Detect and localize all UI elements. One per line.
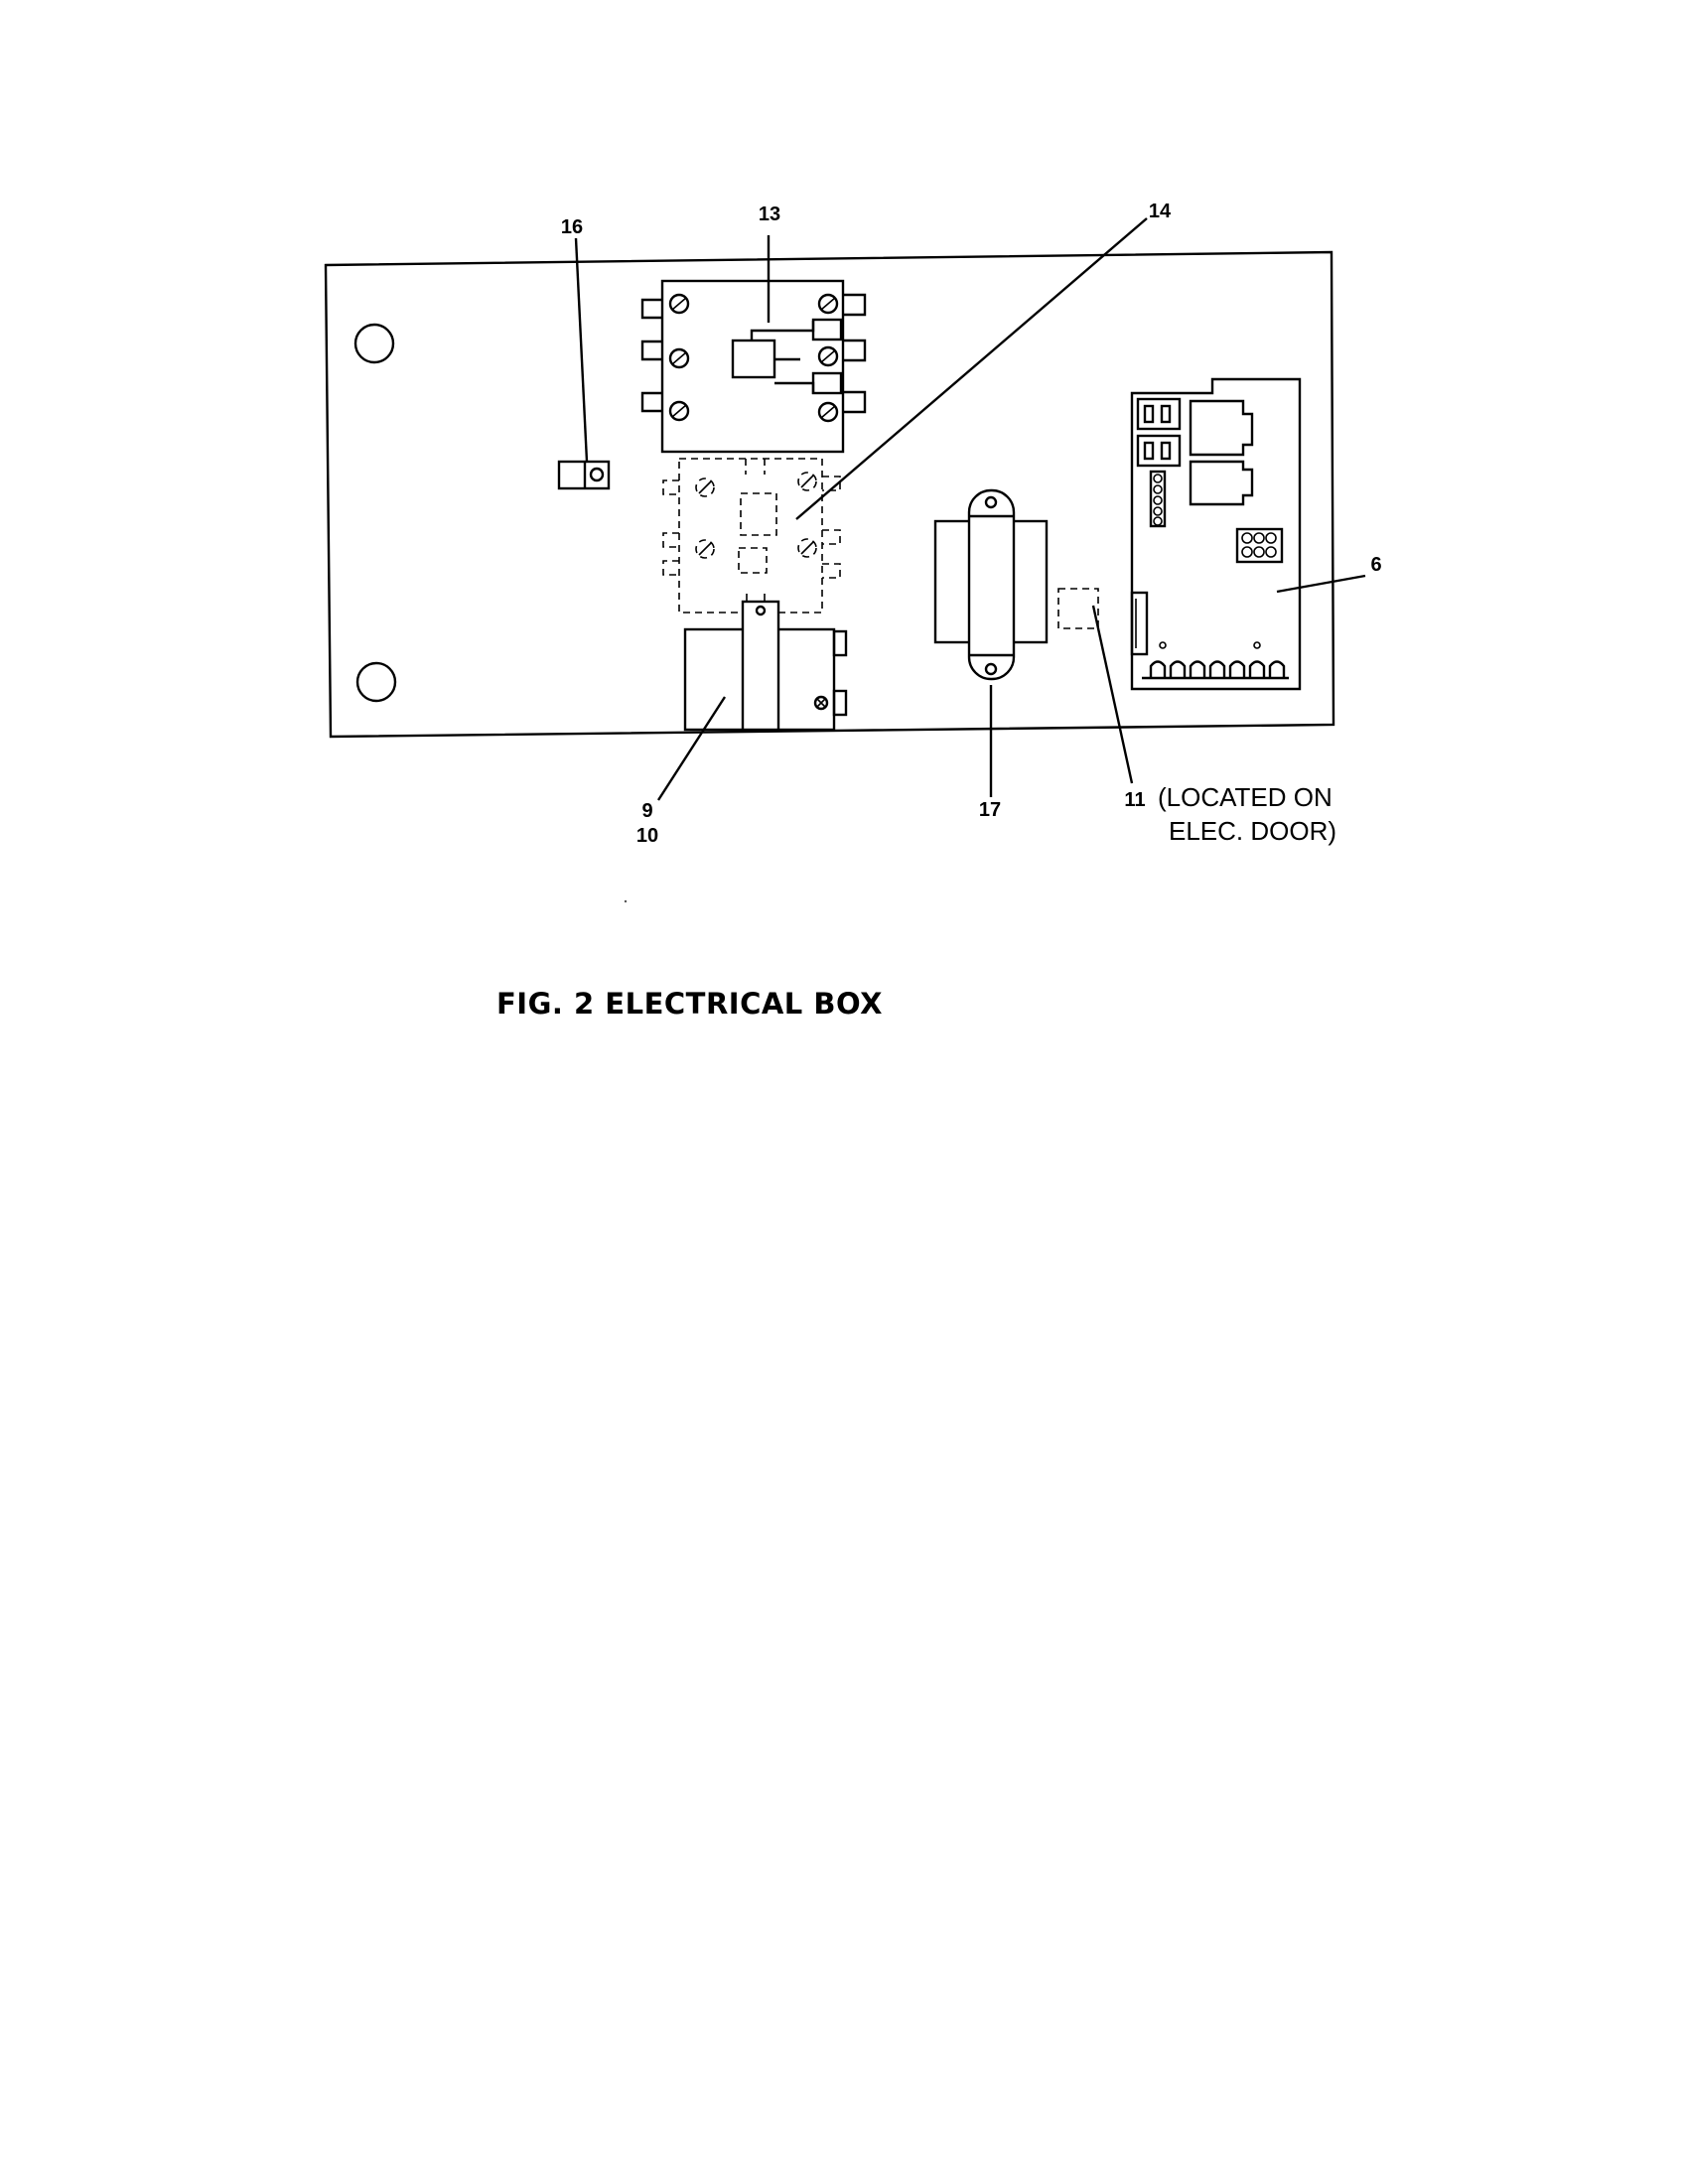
figure-caption: FIG. 2 ELECTRICAL BOX: [496, 987, 883, 1021]
callout-9: 9: [641, 800, 652, 822]
callout-17: 17: [979, 799, 1001, 821]
callout-6: 6: [1370, 554, 1381, 576]
electrical-box-diagram: 16 13 14 6 9 10 17 11 (LOCATED ON ELEC. …: [324, 201, 1382, 903]
relay-14-hidden: [662, 458, 841, 614]
mounting-hole-top: [353, 323, 395, 364]
callout-13: 13: [759, 204, 780, 225]
location-note-line1: (LOCATED ON: [1158, 782, 1333, 812]
screw-icon: [668, 293, 839, 423]
mounting-hole-bottom: [355, 661, 397, 703]
mounting-panel: [324, 250, 1335, 739]
control-board-6: [1130, 377, 1302, 691]
component-11-hidden: [1057, 588, 1099, 629]
callout-10: 10: [636, 825, 658, 847]
location-note-line2: ELEC. DOOR): [1169, 816, 1336, 846]
callout-14: 14: [1149, 201, 1172, 222]
contactor-13: [640, 279, 867, 454]
callout-16: 16: [561, 216, 583, 238]
terminal-block-16: [557, 460, 611, 490]
speck: [624, 899, 628, 903]
component-9-10: [683, 600, 848, 732]
transformer-17: [933, 488, 1049, 681]
callout-11: 11: [1124, 789, 1145, 811]
leader-lines: [574, 217, 1366, 801]
